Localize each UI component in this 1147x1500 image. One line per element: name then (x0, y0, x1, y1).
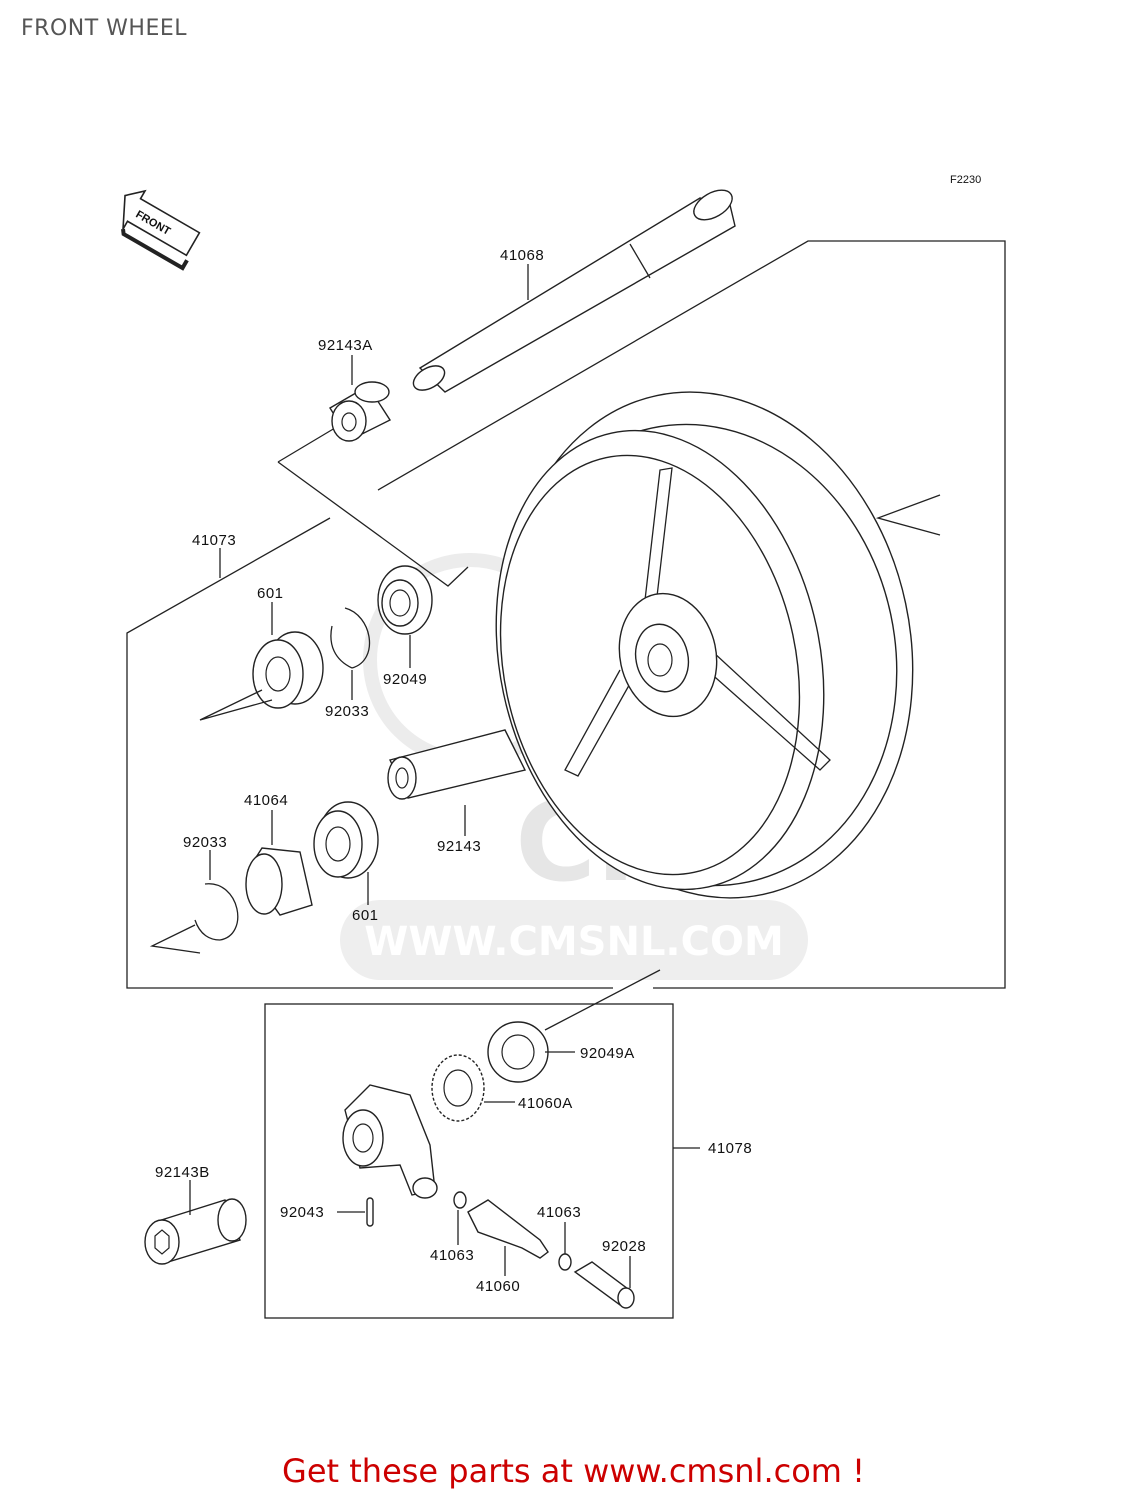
diagram-code: F2230 (950, 174, 981, 186)
pin-92043 (366, 1197, 374, 1227)
collar-92143B (144, 1198, 247, 1265)
front-wheel-rim (495, 391, 941, 899)
oil-seal-92049 (377, 565, 433, 635)
wheel-group-frame (377, 240, 1006, 989)
part-label-92049A: 92049A (580, 1045, 635, 1062)
part-label-92143B: 92143B (155, 1164, 210, 1181)
part-label-41063-left: 41063 (430, 1247, 474, 1264)
bearing-601-upper (199, 631, 324, 721)
part-label-41068: 41068 (500, 247, 544, 264)
speedo-group-frame (264, 1003, 674, 1319)
part-label-92033-lower: 92033 (183, 834, 227, 851)
part-label-92049: 92049 (383, 671, 427, 688)
part-label-41064: 41064 (244, 792, 288, 809)
circlip-92033-upper (330, 607, 371, 669)
bearing-601-lower (313, 801, 379, 879)
collar-41064 (245, 847, 313, 916)
part-label-601-lower: 601 (352, 907, 379, 924)
front-arrow-icon: FRONT (121, 189, 201, 271)
collar-92143A (329, 381, 392, 442)
part-label-41078: 41078 (708, 1140, 752, 1157)
part-label-92043: 92043 (280, 1204, 324, 1221)
pinion-gear-41060 (467, 1199, 549, 1259)
bushing-92028 (573, 1261, 635, 1309)
oil-seal-92049A (487, 969, 661, 1083)
front-axle (412, 189, 736, 393)
washer-41063-left (453, 1191, 467, 1209)
footer-promo-link[interactable]: Get these parts at www.cmsnl.com ! (282, 1452, 865, 1490)
page-title: FRONT WHEEL (21, 16, 187, 41)
watermark-url: WWW.CMSNL.COM (364, 919, 784, 965)
speedometer-gearbox (342, 1084, 438, 1199)
spacer-92143 (387, 729, 527, 800)
washer-41063-right (558, 1253, 572, 1271)
part-label-41060: 41060 (476, 1278, 520, 1295)
part-label-41073: 41073 (192, 532, 236, 549)
part-label-92028: 92028 (602, 1238, 646, 1255)
circlip-92033-lower (149, 883, 239, 954)
part-label-92143A: 92143A (318, 337, 373, 354)
part-label-92143: 92143 (437, 838, 481, 855)
part-label-92033-upper: 92033 (325, 703, 369, 720)
part-label-601-upper: 601 (257, 585, 284, 602)
part-label-41063-right: 41063 (537, 1204, 581, 1221)
part-label-41060A: 41060A (518, 1095, 573, 1112)
drive-gear-41060A (431, 1054, 485, 1122)
